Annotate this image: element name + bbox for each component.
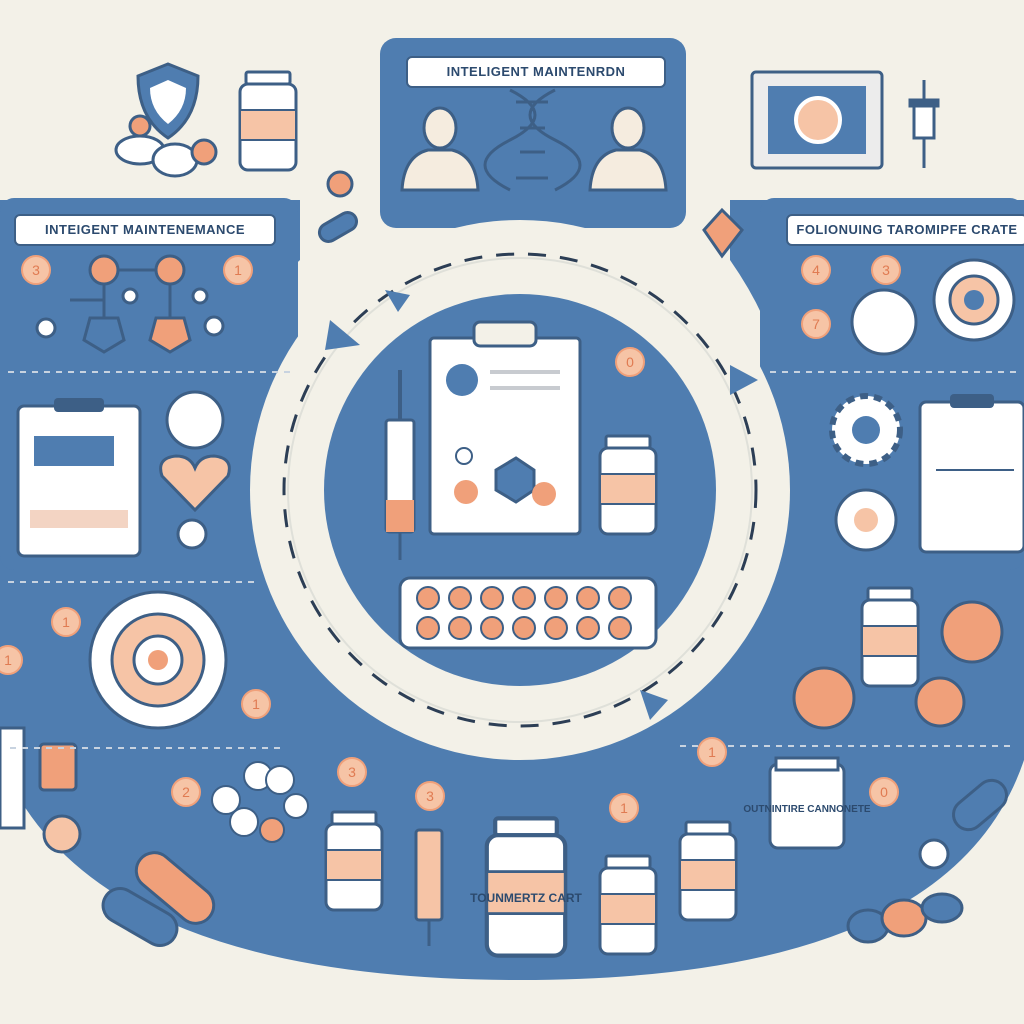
number-badge (337, 757, 367, 787)
number-badge-label: 0 (880, 784, 888, 800)
number-badge-label: 1 (620, 800, 628, 816)
number-badge (801, 309, 831, 339)
number-badge-label: 4 (812, 262, 820, 278)
syringe-icon (414, 828, 444, 946)
number-badge-label: 1 (4, 652, 12, 668)
number-badge (0, 645, 23, 675)
cycle-arrow-icon (325, 320, 360, 350)
number-badge-label: 0 (626, 354, 634, 370)
syringe-icon (384, 370, 416, 560)
number-badge (697, 737, 727, 767)
molecule-icon (35, 254, 225, 354)
pill-bottle-icon (487, 818, 565, 955)
number-badge-label: 3 (882, 262, 890, 278)
pill-bottle-icon (238, 70, 298, 172)
pill-icon (114, 114, 218, 178)
number-badge-label: 3 (32, 262, 40, 278)
number-badge (21, 255, 51, 285)
number-badge (609, 793, 639, 823)
monitor-icon (750, 70, 884, 170)
top-panel-title: INTELIGENT MAINTENRDN (406, 56, 666, 88)
number-badge (615, 347, 645, 377)
bottle-label-center: TOUNMERTZ CART (470, 891, 582, 905)
pill-bottle-icon (324, 810, 384, 912)
number-badge-label: 1 (62, 614, 70, 630)
diamond-icon (702, 207, 744, 259)
capsule-icon (101, 851, 216, 947)
center-clipboard-icon (428, 320, 582, 536)
pill-bottle-icon (860, 586, 920, 688)
number-badge-label: 7 (812, 316, 820, 332)
number-badge (241, 689, 271, 719)
number-badge (869, 777, 899, 807)
number-badge-label: 1 (252, 696, 260, 712)
right-panel-title: FOLIONUING TAROMIPFE CRATE (786, 214, 1024, 246)
pill-bottle-icon (598, 854, 658, 956)
pill-blister-icon (398, 576, 658, 650)
number-badge (51, 607, 81, 637)
bottle-right-icon (768, 756, 846, 850)
number-badge (171, 777, 201, 807)
bottle-label-right: OUTNINTIRE CANNONETE (743, 804, 871, 815)
number-badge (223, 255, 253, 285)
dna-icon (483, 88, 582, 192)
heart-icon (159, 390, 231, 550)
target-dial-icon (88, 590, 228, 730)
syringe-icon (0, 726, 82, 854)
pill-cluster-icon (211, 761, 309, 843)
clipboard-icon (918, 394, 1024, 554)
number-badge (415, 781, 445, 811)
gear-icon (829, 393, 903, 552)
shield-icon (136, 62, 200, 140)
number-badge-label: 2 (182, 784, 190, 800)
capsule-icon (846, 778, 1008, 944)
number-badge-label: 3 (348, 764, 356, 780)
number-badge-label: 1 (708, 744, 716, 760)
number-badge (871, 255, 901, 285)
number-badge (801, 255, 831, 285)
number-badge-label: 3 (426, 788, 434, 804)
syringe-icon (908, 80, 940, 168)
pill-bottle-icon (598, 434, 658, 536)
pill-bottle-icon (678, 820, 738, 922)
target-icon (850, 258, 1016, 356)
cycle-arrow-icon (640, 690, 668, 720)
number-badge-label: 1 (234, 262, 242, 278)
left-panel-title: INTEIGENT MAINTENEMANCE (14, 214, 276, 246)
cycle-arrow-icon (730, 365, 758, 395)
capsule-icon (317, 211, 359, 243)
cycle-arrow-icon (385, 290, 410, 312)
clipboard-icon (16, 398, 142, 558)
